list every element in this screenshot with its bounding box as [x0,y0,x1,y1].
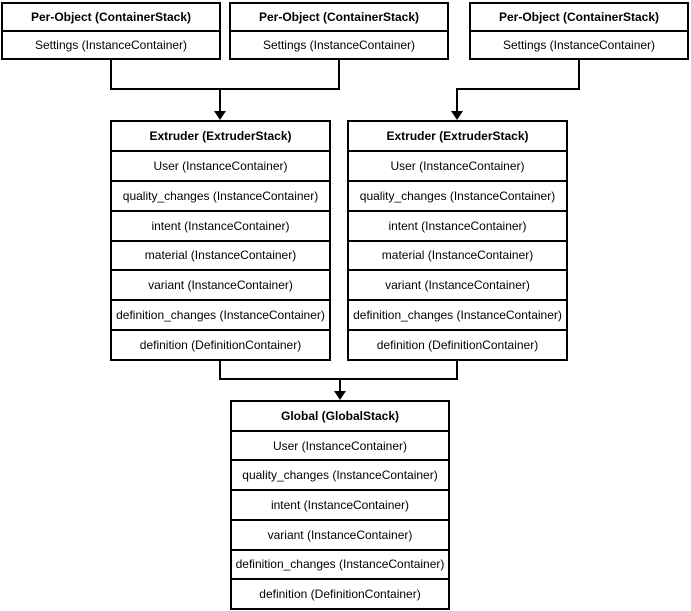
connector-to-extruder-2-shaft [456,90,458,112]
arrow-down-global-icon [334,391,346,400]
extruder-stack-1-variant-row: variant (InstanceContainer) [112,269,329,299]
connector-to-extruder-1-shaft [219,90,221,112]
extruder-stack-1-intent-row: intent (InstanceContainer) [112,209,329,240]
connector-per-object-1-drop [110,60,112,90]
connector-extruder-1-drop [219,360,221,380]
per-object-stack-3-title: Per-Object (ContainerStack) [498,10,660,24]
connector-bottom-junction [219,378,458,380]
connector-to-global-shaft [339,380,341,392]
per-object-stack-2-settings-row: Settings (InstanceContainer) [231,30,447,58]
extruder-stack-2-intent-row: intent (InstanceContainer) [349,209,566,240]
arrow-down-extruder-2-icon [451,111,463,120]
per-object-stack-1-settings-row: Settings (InstanceContainer) [3,30,219,58]
extruder-stack-1-definition-row: definition (DefinitionContainer) [112,329,329,359]
arrow-down-extruder-1-icon [214,111,226,120]
global-stack-variant-row: variant (InstanceContainer) [232,518,448,549]
global-stack-user-row: User (InstanceContainer) [232,429,448,460]
per-object-stack-3: Per-Object (ContainerStack) Settings (In… [469,2,689,60]
global-stack-definition-changes-row: definition_changes (InstanceContainer) [232,548,448,579]
global-stack: Global (GlobalStack) User (InstanceConta… [230,400,450,610]
extruder-stack-2-user-row: User (InstanceContainer) [349,149,566,180]
per-object-stack-2: Per-Object (ContainerStack) Settings (In… [229,2,449,60]
extruder-stack-1-material-row: material (InstanceContainer) [112,239,329,270]
extruder-stack-2-material-row: material (InstanceContainer) [349,239,566,270]
extruder-stack-1: Extruder (ExtruderStack) User (InstanceC… [110,120,331,361]
per-object-stack-1-title: Per-Object (ContainerStack) [30,10,192,24]
extruder-stack-2-title: Extruder (ExtruderStack) [386,128,529,143]
extruder-stack-2-definition-row: definition (DefinitionContainer) [349,329,566,359]
extruder-stack-1-title: Extruder (ExtruderStack) [149,128,292,143]
extruder-stack-2-definition-changes-row: definition_changes (InstanceContainer) [349,299,566,329]
per-object-stack-3-settings-row: Settings (InstanceContainer) [471,30,687,58]
global-stack-title: Global (GlobalStack) [280,408,400,423]
per-object-stack-1: Per-Object (ContainerStack) Settings (In… [1,2,221,60]
extruder-stack-1-definition-changes-row: definition_changes (InstanceContainer) [112,299,329,329]
extruder-stack-2-quality-changes-row: quality_changes (InstanceContainer) [349,179,566,210]
connector-right-junction [456,88,580,90]
extruder-stack-1-quality-changes-row: quality_changes (InstanceContainer) [112,179,329,210]
extruder-stack-2-variant-row: variant (InstanceContainer) [349,269,566,299]
connector-extruder-2-drop [456,360,458,380]
connector-per-object-3-drop [578,60,580,90]
extruder-stack-2: Extruder (ExtruderStack) User (InstanceC… [347,120,568,361]
global-stack-quality-changes-row: quality_changes (InstanceContainer) [232,459,448,489]
per-object-stack-2-title: Per-Object (ContainerStack) [258,10,420,24]
connector-per-object-2-drop [338,60,340,90]
global-stack-intent-row: intent (InstanceContainer) [232,489,448,519]
global-stack-definition-row: definition (DefinitionContainer) [232,578,448,608]
connector-left-junction [110,88,340,90]
extruder-stack-1-user-row: User (InstanceContainer) [112,149,329,180]
